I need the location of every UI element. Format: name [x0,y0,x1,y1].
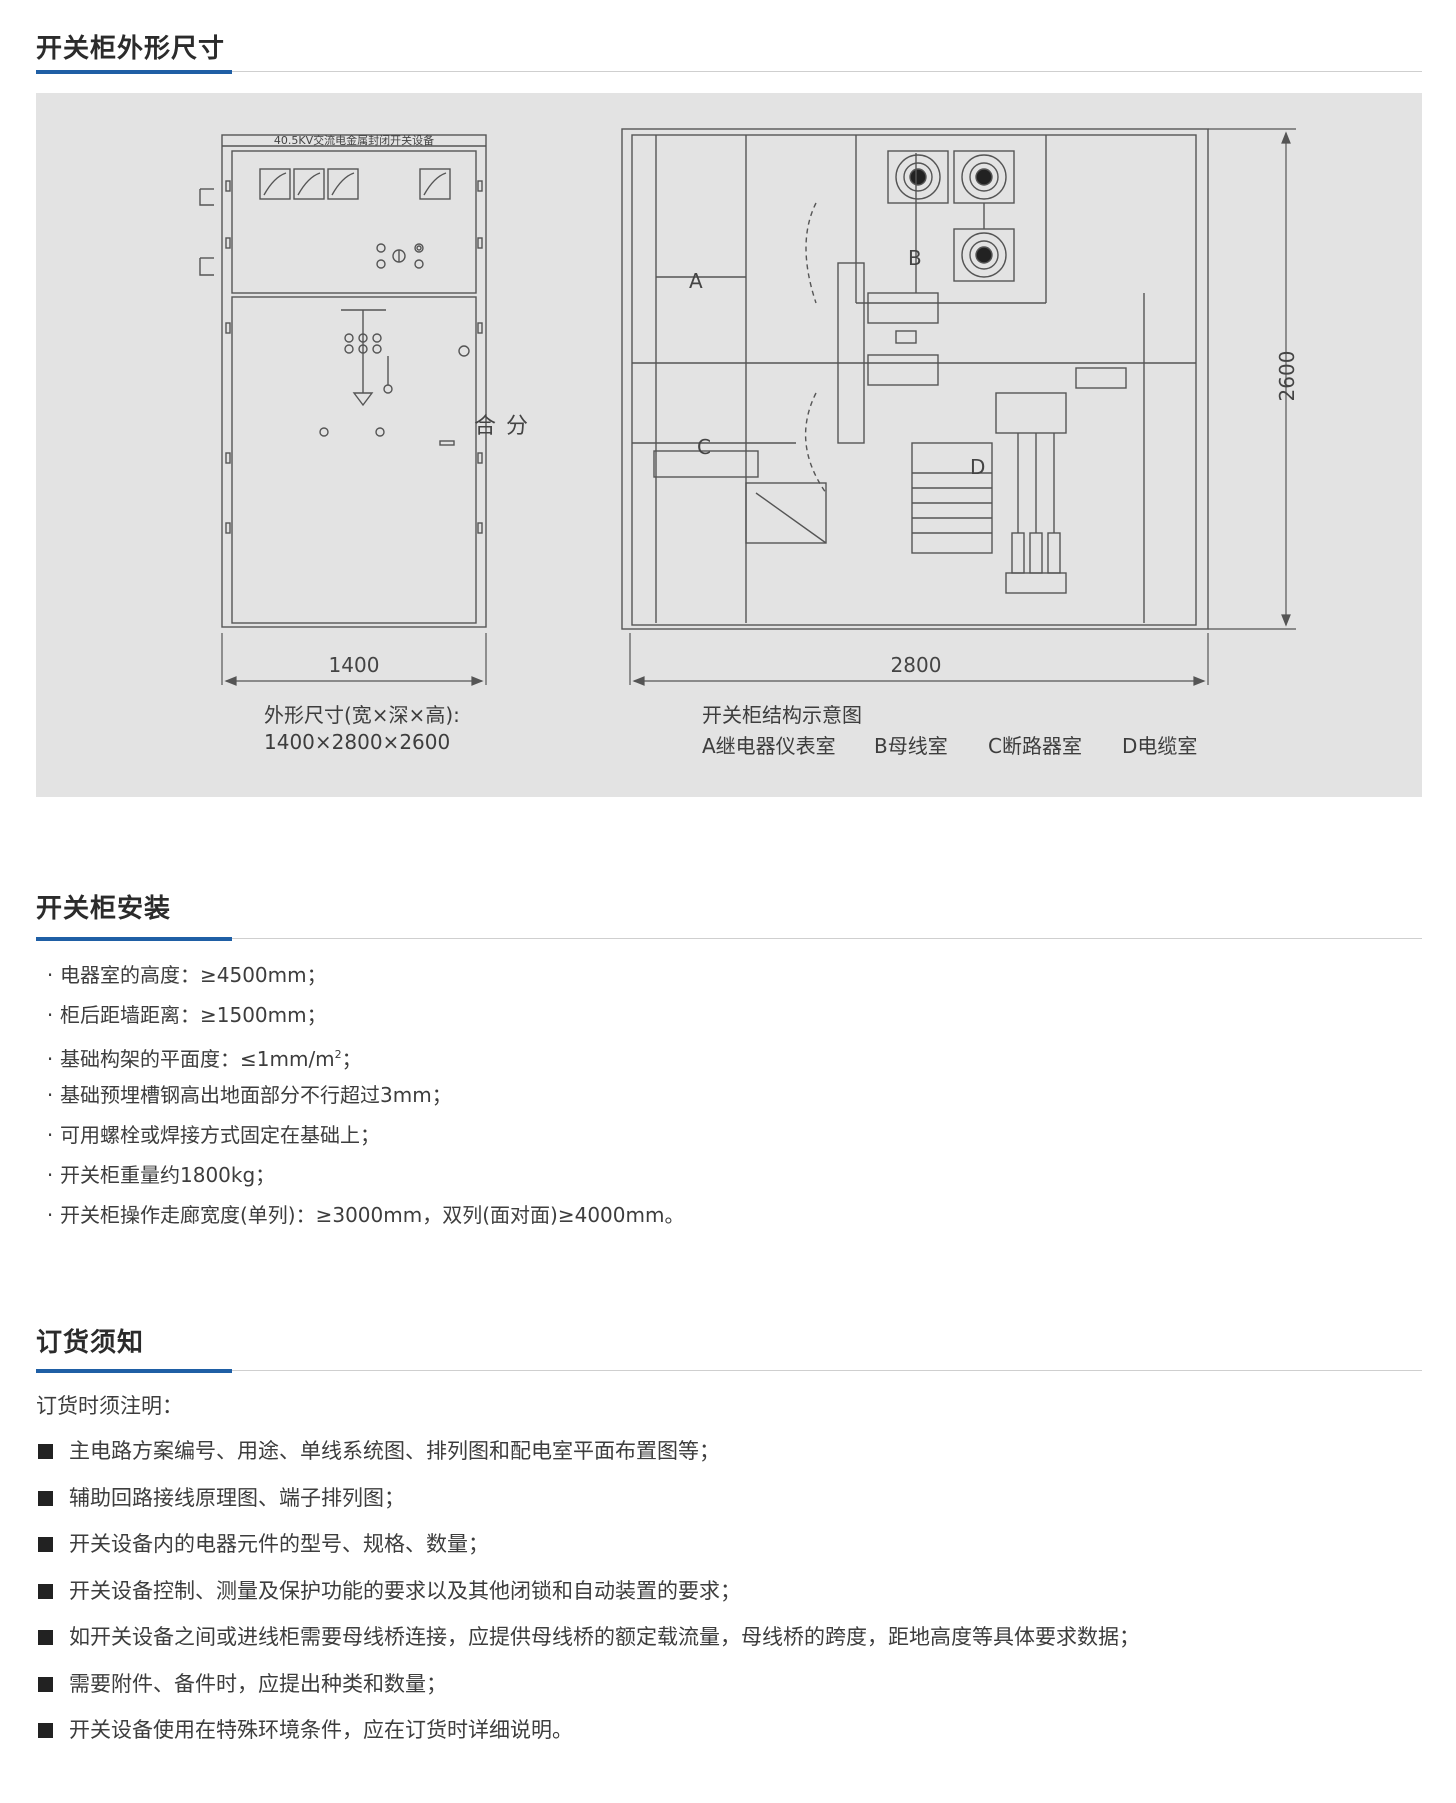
order-item: 开关设备使用在特殊环境条件，应在订货时详细说明。 [38,1707,1140,1754]
zone-b-label: B [908,246,922,270]
square-bullet-icon [38,1630,53,1645]
section-title-install: 开关柜安装 [36,894,172,924]
square-bullet-icon [38,1444,53,1459]
switch-close-label: 合 [474,414,496,439]
front-label: 40.5KV交流电金属封闭开关设备 [274,133,434,147]
install-item: 电器室的高度：≥4500mm； [40,955,684,995]
superscript: 2 [334,1048,342,1061]
section-title-dimensions: 开关柜外形尺寸 [36,34,226,64]
caption-left-1: 外形尺寸(宽×深×高): [264,703,460,727]
order-item: 如开关设备之间或进线柜需要母线桥连接，应提供母线桥的额定载流量，母线桥的跨度，距… [38,1614,1140,1661]
section-rule [36,71,1422,72]
order-item-text: 开关设备使用在特殊环境条件，应在订货时详细说明。 [69,1718,573,1742]
section-rule [36,938,1422,939]
order-item-text: 需要附件、备件时，应提出种类和数量； [69,1671,447,1696]
section-title-order: 订货须知 [36,1328,145,1358]
install-item: 基础构架的平面度：≤1mm/m2； [40,1035,684,1075]
order-item: 辅助回路接线原理图、端子排列图； [38,1475,1140,1522]
section-rule-accent [36,1369,232,1373]
order-item: 需要附件、备件时，应提出种类和数量； [38,1661,1140,1708]
legend-b: B母线室 [874,734,948,758]
order-item-text: 如开关设备之间或进线柜需要母线桥连接，应提供母线桥的额定载流量，母线桥的跨度，距… [69,1625,1140,1649]
side-cabinet-outline [621,128,1209,630]
section-rule [36,1370,1422,1371]
square-bullet-icon [38,1537,53,1552]
install-list: 电器室的高度：≥4500mm； 柜后距墙距离：≥1500mm； 基础构架的平面度… [40,955,684,1235]
order-item: 主电路方案编号、用途、单线系统图、排列图和配电室平面布置图等； [38,1428,1140,1475]
switch-open-label: 分 [506,414,528,439]
order-item-text: 开关设备控制、测量及保护功能的要求以及其他闭锁和自动装置的要求； [69,1578,741,1603]
order-item-text: 主电路方案编号、用途、单线系统图、排列图和配电室平面布置图等； [69,1439,720,1463]
zone-d-label: D [970,455,985,479]
height-dimension: 2600 [1275,351,1299,402]
front-cabinet-outline [221,134,487,628]
drawing-panel: 40.5KV交流电金属封闭开关设备 合 分 A B C D 1400 2800 … [36,93,1422,797]
order-list: 主电路方案编号、用途、单线系统图、排列图和配电室平面布置图等； 辅助回路接线原理… [38,1428,1140,1754]
install-item-text: 基础构架的平面度：≤1mm/m [60,1047,335,1071]
install-item: 可用螺栓或焊接方式固定在基础上； [40,1115,684,1155]
switchgear-drawing: 40.5KV交流电金属封闭开关设备 合 分 A B C D 1400 2800 … [199,128,1299,686]
legend-a: A继电器仪表室 [702,734,836,758]
square-bullet-icon [38,1723,53,1738]
depth-dimension: 2800 [891,653,942,677]
section-rule-accent [36,70,232,74]
order-item-text: 开关设备内的电器元件的型号、规格、数量； [69,1532,489,1556]
section-rule-accent [36,937,232,941]
order-item: 开关设备内的电器元件的型号、规格、数量； [38,1521,1140,1568]
install-item: 开关柜重量约1800kg； [40,1155,684,1195]
caption-right-1: 开关柜结构示意图 [702,703,862,727]
install-item: 开关柜操作走廊宽度(单列)：≥3000mm，双列(面对面)≥4000mm。 [40,1195,684,1235]
width-dimension: 1400 [329,653,380,677]
install-item: 基础预埋槽钢高出地面部分不行超过3mm； [40,1075,684,1115]
square-bullet-icon [38,1490,53,1506]
zone-a-label: A [689,269,703,293]
caption-left-2: 1400×2800×2600 [264,730,451,754]
install-item: 柜后距墙距离：≥1500mm； [40,995,684,1035]
legend-d: D电缆室 [1122,734,1198,758]
order-intro: 订货时须注明： [36,1394,183,1418]
square-bullet-icon [38,1583,53,1599]
legend-c: C断路器室 [988,734,1082,758]
square-bullet-icon [38,1676,53,1692]
install-item-tail: ； [341,1047,362,1071]
zone-c-label: C [697,435,711,459]
order-item-text: 辅助回路接线原理图、端子排列图； [69,1485,405,1510]
order-item: 开关设备控制、测量及保护功能的要求以及其他闭锁和自动装置的要求； [38,1568,1140,1615]
